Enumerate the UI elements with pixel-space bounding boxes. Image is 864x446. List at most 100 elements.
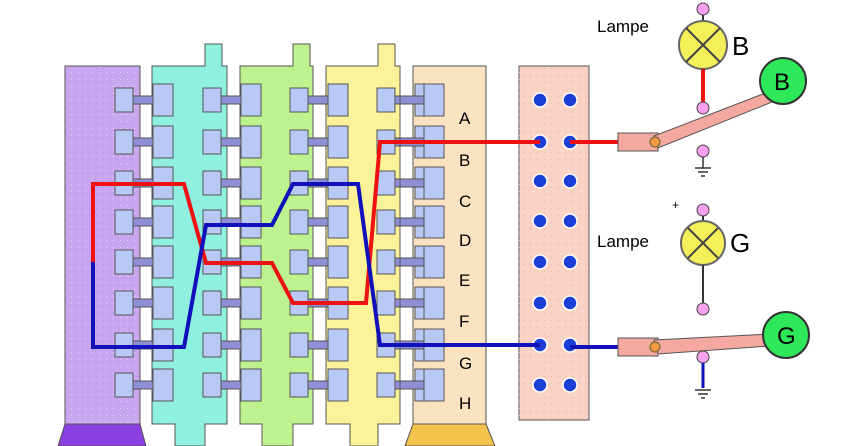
contact-bridge: [132, 380, 154, 390]
contact-bridge: [220, 95, 242, 105]
contact-right: [327, 368, 349, 402]
terminal-dot: [562, 213, 578, 229]
ground-b-icon: [695, 167, 711, 177]
lamp-g-cross-2: [687, 227, 719, 259]
wires: [91, 140, 618, 349]
button-b-label: B: [774, 69, 790, 96]
contact-left: [289, 129, 309, 155]
contact-left: [114, 372, 134, 398]
terminal-board: [518, 65, 590, 421]
contact-bridge: [307, 340, 329, 350]
contact-left: [289, 332, 309, 358]
contact-bridge: [132, 95, 154, 105]
contact-left: [114, 87, 134, 113]
contact-right: [152, 83, 174, 117]
contact-left: [114, 290, 134, 316]
lamp-b-bottom-terminal: [696, 101, 710, 115]
contact-right: [240, 205, 262, 239]
contact-right: [423, 245, 445, 279]
contact-left: [289, 372, 309, 398]
terminal-dot: [532, 254, 548, 270]
terminal-dot: [562, 173, 578, 189]
contact-left: [202, 332, 222, 358]
contact-left: [376, 209, 396, 235]
contact-bridge: [132, 137, 154, 147]
button-g[interactable]: [762, 311, 810, 359]
contact-left: [202, 372, 222, 398]
row-label: G: [459, 354, 472, 373]
terminal-dot: [562, 377, 578, 393]
contact-right: [152, 368, 174, 402]
row-label: C: [459, 192, 471, 211]
button-b[interactable]: [759, 57, 807, 105]
contact-bridge: [132, 257, 154, 267]
row-label: A: [459, 109, 471, 128]
contact-bridge: [220, 137, 242, 147]
circuit-b: Lampe B B: [597, 2, 807, 177]
contact-bridge: [307, 137, 329, 147]
contact-right: [240, 125, 262, 159]
contact-right: [240, 328, 262, 362]
contact-left: [114, 129, 134, 155]
contact-left: [114, 209, 134, 235]
contact-right: [423, 205, 445, 239]
contact-right: [152, 205, 174, 239]
terminal-dot: [532, 295, 548, 311]
contact-right: [327, 245, 349, 279]
contact-bridge: [399, 257, 425, 267]
row-label: H: [459, 394, 471, 413]
lamp-g-bottom-terminal: [696, 302, 710, 316]
row-label: E: [459, 271, 470, 290]
contact-right: [423, 83, 445, 117]
contact-left: [114, 249, 134, 275]
contact-left: [289, 209, 309, 235]
contact-bridge: [220, 178, 242, 188]
contact-left: [376, 249, 396, 275]
contact-left: [289, 249, 309, 275]
ground-g-icon: [695, 389, 711, 399]
contact-left: [289, 87, 309, 113]
contact-left: [376, 170, 396, 196]
contact-bridge: [307, 95, 329, 105]
contact-right: [240, 286, 262, 320]
contact-bridge: [399, 298, 425, 308]
contact-right: [327, 125, 349, 159]
wafer-5-base: [404, 423, 496, 446]
contact-bridge: [132, 217, 154, 227]
contact-bridge: [307, 380, 329, 390]
lamp-b-cross-2: [685, 27, 721, 63]
contact-bridge: [399, 178, 425, 188]
contact-right: [327, 328, 349, 362]
terminal-dots: [532, 92, 578, 393]
lamp-b-top-terminal: [696, 2, 710, 16]
terminal-dot: [562, 254, 578, 270]
contact-bridge: [307, 257, 329, 267]
contact-left: [202, 129, 222, 155]
terminal-dot: [532, 377, 548, 393]
lamp-g-top-terminal: [696, 203, 710, 217]
contact-right: [152, 125, 174, 159]
switch-g-contact: [696, 350, 710, 364]
lamp-g-letter: G: [730, 228, 750, 258]
terminal-dot: [532, 92, 548, 108]
red-wire: [91, 140, 540, 305]
terminal-dot: [532, 173, 548, 189]
contact-right: [423, 286, 445, 320]
contact-right: [240, 166, 262, 200]
contact-left: [376, 87, 396, 113]
switch-b-pivot: [649, 136, 661, 148]
terminal-dot: [532, 213, 548, 229]
contact-right: [423, 166, 445, 200]
contact-left: [376, 372, 396, 398]
button-g-label: G: [777, 323, 796, 350]
row-label: F: [459, 312, 469, 331]
blue-wire: [91, 182, 540, 349]
lamp-b-label: Lampe: [597, 17, 649, 36]
contact-left: [202, 87, 222, 113]
contact-bridge: [220, 340, 242, 350]
contact-right: [152, 245, 174, 279]
row-label: B: [459, 151, 470, 170]
lamp-g-plus: +: [672, 198, 679, 212]
